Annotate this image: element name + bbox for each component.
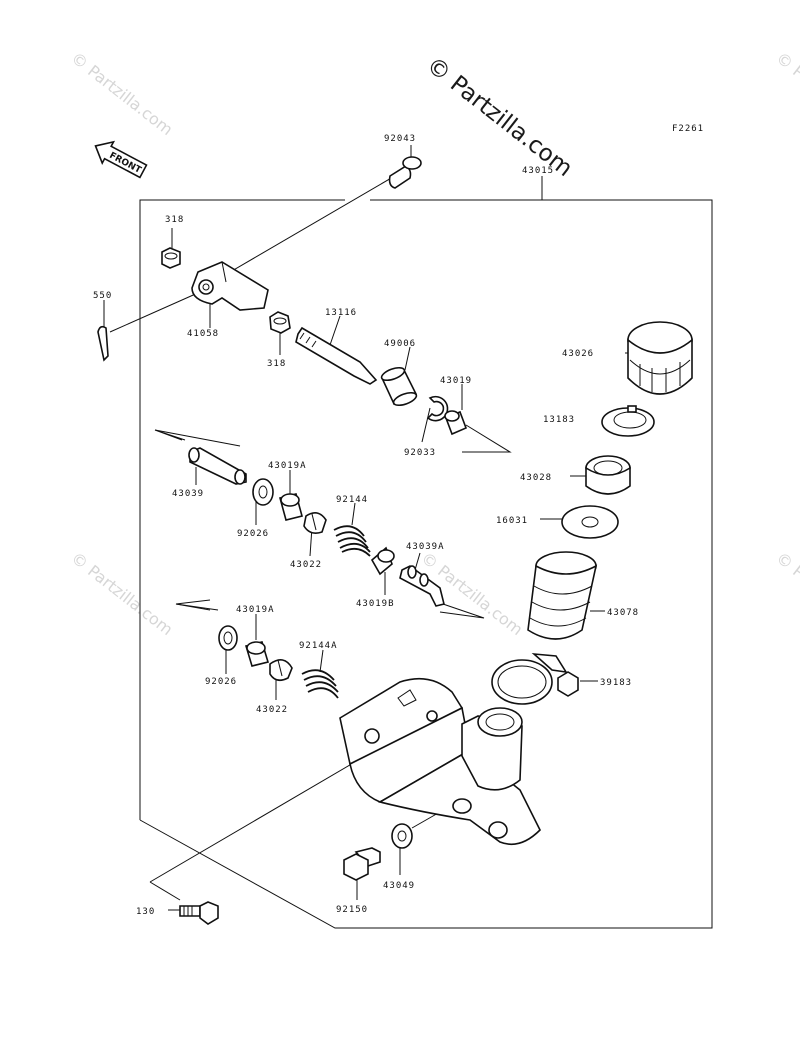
flange-bolt-part [179,901,219,925]
faint-watermark-top-right: © Partzilla.com [773,48,800,139]
watermark-text: © Partzilla.com [773,48,800,139]
label-43019B: 43019B [356,599,395,609]
label-43019: 43019 [440,376,472,386]
cup-seal-part [444,410,468,436]
washer-part [561,505,619,539]
cup-seal-part [370,546,395,576]
cotter-pin-part [97,325,109,362]
label-43028: 43028 [520,473,552,483]
label-13183: 13183 [543,415,575,425]
reservoir-boot-part [527,551,598,640]
spring-retainer-part [303,512,327,534]
label-92043: 92043 [384,134,416,144]
assembly-frame-right [139,199,713,929]
spring-retainer-part [269,659,293,682]
watermark-text: © Partzilla.com [68,548,177,639]
watermark-text: © Partzilla.com [68,48,177,139]
clevis-pin-part [388,156,422,189]
washer-part [252,478,274,506]
label-92150: 92150 [336,905,368,915]
label-43078: 43078 [607,608,639,618]
main-watermark: © Partzilla.com [421,52,577,182]
cup-seal-part [244,641,270,667]
push-rod-part [295,326,378,385]
hose-clamp-part [491,652,579,705]
label-43039: 43039 [172,489,204,499]
diagram-code: F2261 [672,124,704,134]
bleeder-bolt-part [343,847,381,881]
label-43022: 43022 [256,705,288,715]
assembly-frame [139,199,345,820]
label-92026: 92026 [237,529,269,539]
reservoir-cap-part [627,321,693,395]
spring-part [301,669,339,699]
diaphragm-part [585,455,631,495]
label-43049: 43049 [383,881,415,891]
label-16031: 16031 [496,516,528,526]
label-43019A: 43019A [236,605,275,615]
secondary-piston-part [399,565,445,607]
nut-part [269,311,291,334]
master-cylinder-body [339,677,541,846]
label-92026: 92026 [205,677,237,687]
watermark-text: © Partzilla.com [773,548,800,639]
diaphragm-plate-part [601,405,655,437]
label-13116: 13116 [325,308,357,318]
label-41058: 41058 [187,329,219,339]
label-43015: 43015 [522,166,554,176]
part-labels: 92043 43015 318 550 41058 13116 318 4900… [93,134,639,917]
circlip-part [426,395,449,422]
leader-lines [103,145,640,911]
label-318: 318 [267,359,286,369]
clevis-yoke-part [191,261,269,311]
label-550: 550 [93,291,112,301]
piston-boot-part [380,366,418,407]
label-92144: 92144 [336,495,368,505]
faint-watermark-middle-left: © Partzilla.com [68,548,177,639]
label-39183: 39183 [600,678,632,688]
label-49006: 49006 [384,339,416,349]
spring-part [333,525,371,557]
label-92144A: 92144A [299,641,338,651]
nut-part [161,247,181,269]
washer-part [218,625,238,651]
faint-watermark-top-left: © Partzilla.com [68,48,177,139]
main-watermark-text: © Partzilla.com [421,52,577,182]
label-43039A: 43039A [406,542,445,552]
front-arrow-icon: FRONT [94,140,148,179]
piston-part [188,447,247,485]
label-92033: 92033 [404,448,436,458]
label-43026: 43026 [562,349,594,359]
label-318: 318 [165,215,184,225]
faint-watermark-right: © Partzilla.com [773,548,800,639]
washer-part [391,823,413,849]
label-43022: 43022 [290,560,322,570]
label-130: 130 [136,907,155,917]
label-43019A: 43019A [268,461,307,471]
cup-seal-part [279,493,303,521]
